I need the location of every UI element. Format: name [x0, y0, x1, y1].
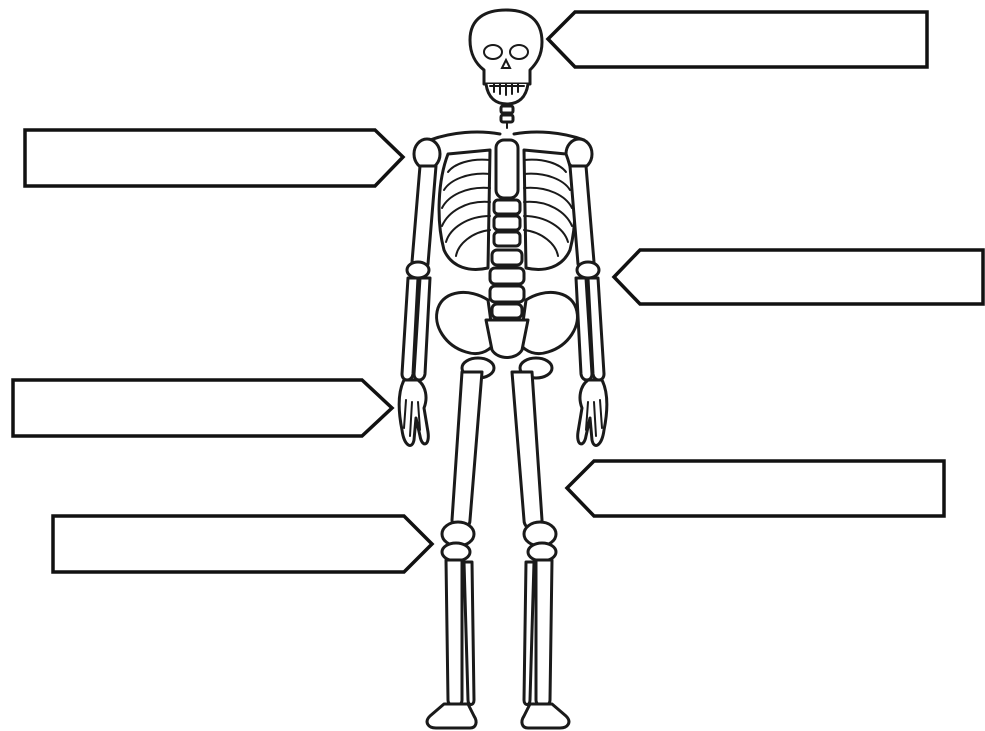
left-arm: [399, 166, 436, 445]
left-leg: [427, 372, 482, 728]
label-box-femur[interactable]: [567, 461, 944, 516]
label-box-spine[interactable]: [614, 250, 983, 304]
label-box-knee[interactable]: [53, 516, 432, 572]
spine: [490, 200, 524, 318]
skull: [470, 10, 542, 104]
skeleton-figure: [399, 10, 607, 728]
label-box-skull[interactable]: [548, 12, 927, 67]
label-box-shoulder[interactable]: [25, 130, 403, 186]
label-box-hand[interactable]: [13, 380, 392, 436]
right-leg: [512, 372, 569, 728]
